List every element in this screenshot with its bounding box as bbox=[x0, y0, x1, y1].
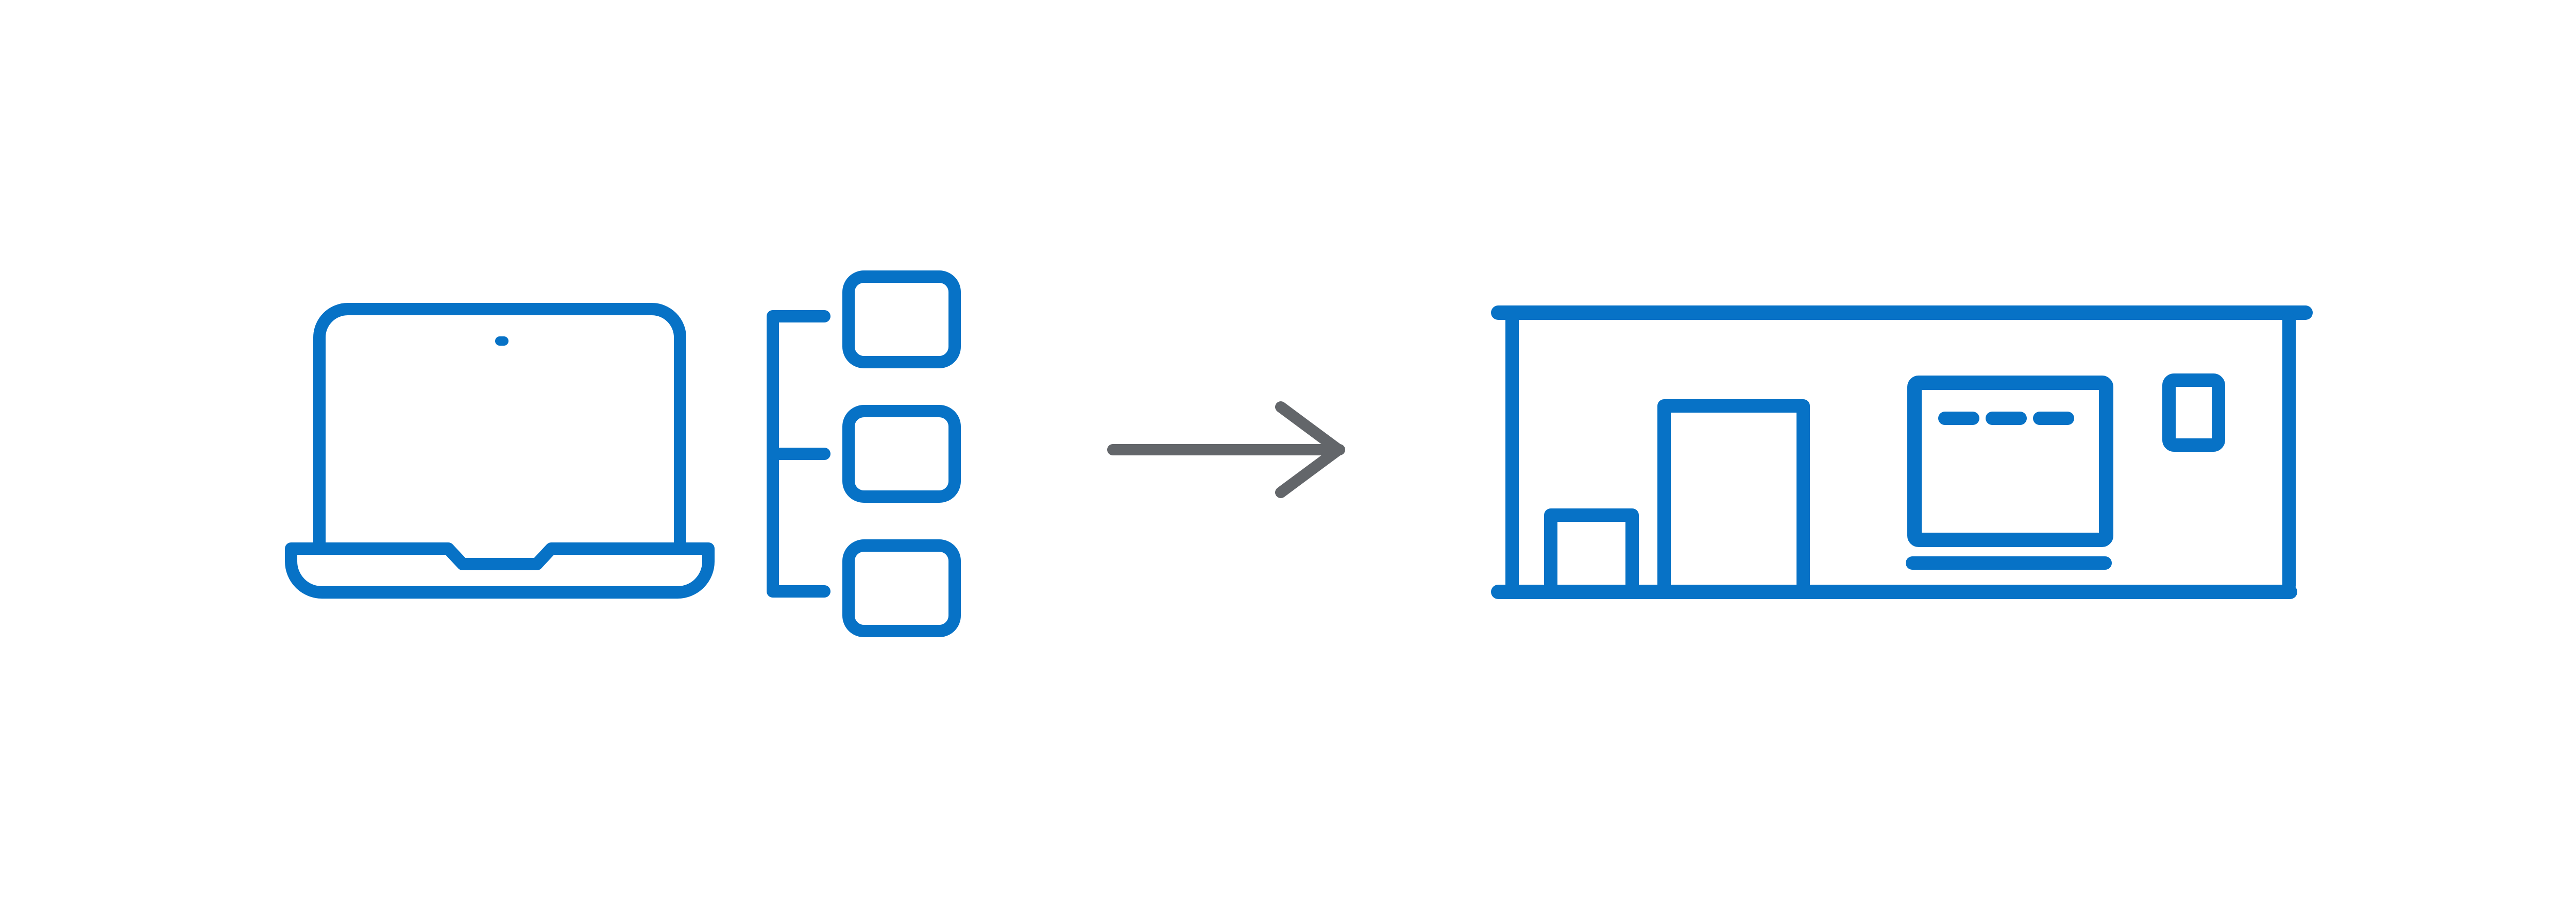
dashboard-icon bbox=[1491, 305, 2313, 599]
hierarchy-node-1[interactable] bbox=[842, 270, 961, 368]
dashboard-badge-tile bbox=[2162, 373, 2225, 452]
hierarchy-tree-icon bbox=[767, 270, 961, 637]
hierarchy-node-3[interactable] bbox=[842, 539, 961, 637]
laptop-screen bbox=[313, 303, 686, 555]
dashboard-panel-card bbox=[1907, 376, 2113, 547]
hierarchy-node-2[interactable] bbox=[842, 405, 961, 503]
laptop-webcam-icon bbox=[495, 336, 509, 346]
dashboard-bar-2 bbox=[1657, 399, 1810, 592]
dashboard-bar-1 bbox=[1544, 508, 1639, 592]
laptop-base bbox=[285, 542, 715, 599]
arrow-head bbox=[1275, 401, 1344, 498]
laptop-icon bbox=[285, 303, 715, 599]
transformation-arrow-icon bbox=[1107, 401, 1345, 498]
